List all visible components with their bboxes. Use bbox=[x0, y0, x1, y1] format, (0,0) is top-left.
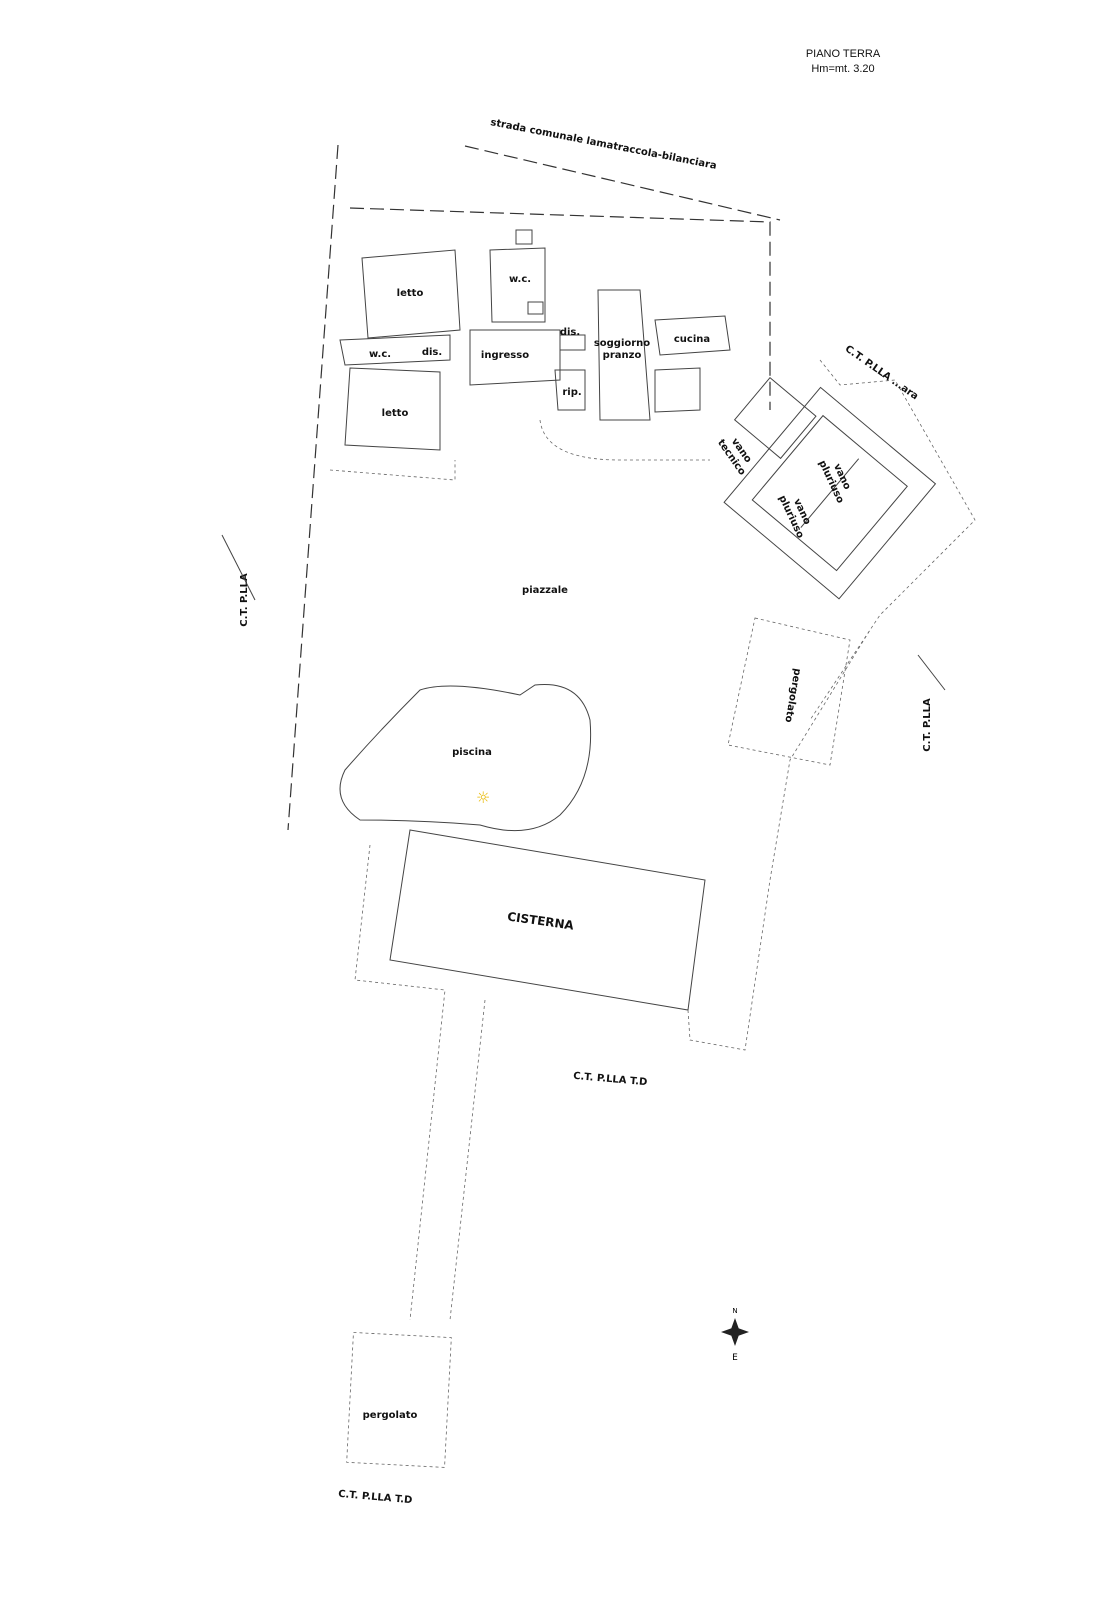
parcel-northeast: C.T. P.LLA ...ara bbox=[843, 344, 920, 403]
room-cucina bbox=[654, 315, 731, 356]
label-pergolato-2: pergolato bbox=[363, 1410, 418, 1421]
road-label: strada comunale lamatraccola-bilanciara bbox=[489, 117, 717, 172]
pergolato-east bbox=[727, 617, 851, 766]
room-letto-1 bbox=[361, 249, 461, 339]
label-ingresso: ingresso bbox=[481, 350, 529, 361]
label-rip: rip. bbox=[562, 387, 581, 398]
house-perimeter bbox=[349, 207, 771, 410]
annex-outline bbox=[723, 386, 937, 600]
room-wc-main bbox=[489, 247, 546, 323]
fixture bbox=[527, 301, 544, 315]
room-letto-2 bbox=[344, 367, 441, 451]
label-dis-1: dis. bbox=[422, 347, 442, 358]
compass-north: N bbox=[732, 1307, 737, 1315]
plan-title: PIANO TERRA bbox=[806, 48, 881, 60]
parcel-east-line bbox=[917, 654, 946, 691]
parcel-south: C.T. P.LLA T.D bbox=[573, 1071, 648, 1088]
east-boundary bbox=[809, 359, 976, 721]
label-piscina: piscina bbox=[452, 747, 492, 758]
compass-icon: N E bbox=[721, 1307, 749, 1363]
pool bbox=[339, 683, 592, 832]
road-edge bbox=[464, 145, 781, 221]
label-piazzale: piazzale bbox=[522, 585, 568, 596]
label-wc-1: w.c. bbox=[369, 349, 391, 360]
room-vano-pluriuso bbox=[751, 414, 908, 572]
label-pranzo: pranzo bbox=[603, 350, 642, 361]
label-wc-2: w.c. bbox=[509, 274, 531, 285]
west-boundary bbox=[287, 144, 339, 831]
room-rip bbox=[554, 369, 586, 411]
parcel-west-line bbox=[221, 534, 256, 601]
room-ingresso bbox=[469, 329, 561, 386]
house-outline-south bbox=[329, 460, 456, 481]
label-soggiorno: soggiorno bbox=[594, 338, 650, 349]
partition bbox=[800, 458, 860, 528]
label-dis-2: dis. bbox=[560, 327, 580, 338]
parcel-bottom: C.T. P.LLA T.D bbox=[338, 1489, 413, 1506]
outer-path bbox=[354, 629, 871, 1321]
label-pergolato-1: pergolato bbox=[782, 668, 802, 724]
label-letto-1: letto bbox=[397, 288, 424, 299]
room-soggiorno bbox=[597, 289, 651, 421]
annex bbox=[723, 376, 937, 600]
room-wc-dis bbox=[339, 334, 451, 366]
plan-height: Hm=mt. 3.20 bbox=[811, 63, 874, 75]
label-cucina: cucina bbox=[674, 334, 710, 345]
compass-east: E bbox=[732, 1353, 738, 1363]
label-letto-2: letto bbox=[382, 408, 409, 419]
stair-icon bbox=[515, 229, 533, 245]
room-dis-2 bbox=[559, 334, 586, 351]
label-cisterna: CISTERNA bbox=[506, 909, 575, 932]
sun-icon: ☼ bbox=[476, 788, 490, 807]
house-outline-curve bbox=[539, 419, 710, 461]
room-vano-tecnico bbox=[733, 376, 817, 460]
room-extra bbox=[654, 367, 701, 413]
parcel-east: C.T. P.LLA bbox=[922, 698, 933, 752]
pergolato-south bbox=[346, 1332, 452, 1468]
parcel-west: C.T. P.LLA bbox=[239, 573, 250, 627]
